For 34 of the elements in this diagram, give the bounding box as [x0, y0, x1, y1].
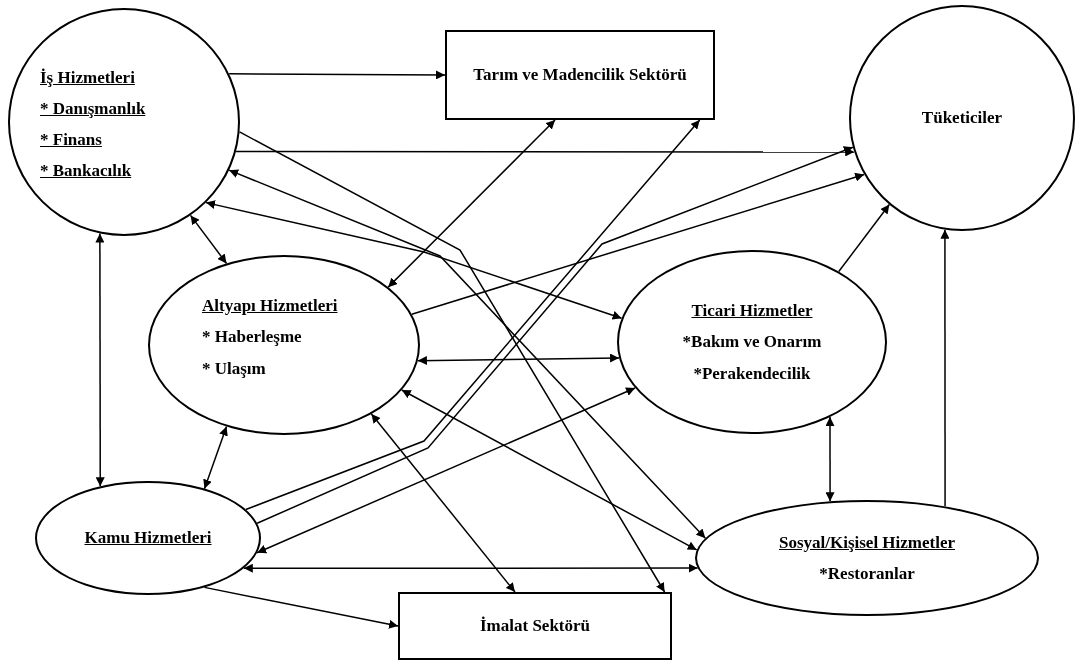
node-title: Sosyal/Kişisel Hizmetler [778, 531, 956, 553]
arrow [238, 131, 666, 593]
process-box [398, 592, 672, 660]
node-title: Tarım ve Madencilik Sektörü [472, 64, 688, 86]
arrow [203, 425, 228, 490]
node-title: İş Hizmetleri [40, 66, 135, 88]
arrow [95, 232, 105, 488]
arrow [940, 228, 950, 508]
arrow [838, 203, 891, 273]
arrow [189, 214, 228, 265]
node-item: * Finans [40, 129, 102, 151]
node-title: İmalat Sektörü [479, 615, 591, 637]
arrow [387, 119, 556, 288]
arrow [370, 413, 516, 593]
arrow [825, 416, 835, 503]
node-title: Ticari Hizmetler [691, 300, 813, 322]
node-item: * Ulaşım [202, 357, 266, 379]
node-title: Altyapı Hizmetleri [202, 295, 338, 317]
arrow [228, 169, 707, 539]
arrow [235, 147, 855, 157]
node-item: *Perakendecilik [693, 362, 811, 384]
arrow [401, 389, 698, 551]
node-item: * Bankacılık [40, 160, 132, 182]
arrow [228, 70, 446, 80]
node-item: * Danışmanlık [40, 97, 146, 119]
process-box [445, 30, 715, 120]
node-title: Tüketiciler [921, 107, 1003, 129]
arrow [203, 586, 399, 629]
node-title: Kamu Hizmetleri [84, 527, 212, 549]
node-item: *Bakım ve Onarım [682, 331, 822, 353]
node-item: *Restoranlar [819, 563, 915, 585]
arrow [417, 353, 620, 365]
node-item: * Haberleşme [202, 326, 302, 348]
arrow [245, 119, 701, 511]
